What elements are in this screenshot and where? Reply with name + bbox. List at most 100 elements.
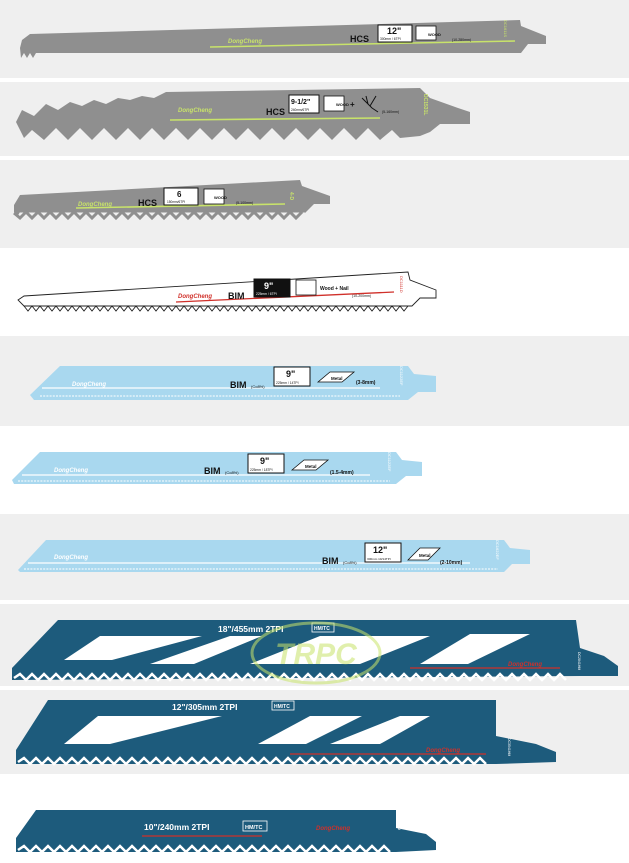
blade-body [16, 88, 470, 140]
blade-hcs-6[interactable]: DongCheng HCS 6 150mm/6TPI WOOD (5-100mm… [13, 180, 330, 221]
blade-spec: 240mm/6TPI [291, 108, 309, 112]
teeth-edge [13, 209, 304, 221]
blade-hcs-12[interactable]: DongCheng HCS 12" 300mm / 6TPI WOOD (10-… [20, 20, 546, 58]
blade-tc-10[interactable]: 10"/240mm 2TPI HM/TC DongCheng DC1541HM [16, 810, 436, 854]
blade-spec: 150mm/6TPI [167, 200, 185, 204]
blade-body [16, 810, 436, 852]
blade-hcs-9-5[interactable]: DongCheng HCS 9-1/2" 240mm/6TPI WOOD + (… [16, 88, 470, 140]
brand-logo: DongCheng [426, 748, 460, 754]
length-box [364, 542, 402, 563]
blade-material: WOOD [428, 32, 441, 37]
blade-code: DC1622EF [495, 540, 500, 560]
brand-logo: DongCheng [228, 39, 262, 45]
brand-logo: DongCheng [178, 294, 212, 300]
plus-icon: + [350, 100, 355, 109]
teeth-edge [17, 844, 391, 854]
blade-length: 12" [373, 545, 387, 555]
blade-code: DC1611S [503, 20, 508, 37]
teeth-edge [17, 756, 487, 766]
blade-title: 12"/305mm 2TPI [172, 702, 237, 712]
blade-code: DC1122EF [387, 452, 392, 472]
blade-code: DC1541HM [397, 812, 401, 830]
grade-badge [242, 820, 268, 832]
blade-type: HCS [138, 198, 157, 208]
accent-stripe [169, 117, 381, 121]
cutout [64, 636, 202, 660]
blade-cobalt: (Co8%) [251, 384, 265, 389]
blade-type: BIM [322, 556, 339, 566]
cutout [420, 634, 530, 664]
metal-beam-icon [290, 459, 330, 471]
blade-material: Metal [305, 464, 317, 469]
wood-nail-icon [295, 279, 317, 296]
blade-tc-18[interactable]: 18"/455mm 2TPI HM/TC DongCheng DC2841HM [12, 620, 618, 682]
grade-badge [271, 700, 295, 711]
brand-logo: DongCheng [316, 826, 350, 832]
brand-logo: DongCheng [78, 202, 112, 208]
accent-stripe [209, 40, 516, 48]
blade-code: DC1122EF [399, 366, 404, 386]
blade-type: HCS [350, 34, 369, 44]
blade-bim-9-metal-14tpi[interactable]: DongCheng BIM (Co8%) 9" 225mm / 14TPI Me… [30, 366, 436, 400]
cutout [150, 636, 262, 664]
blade-material: Wood + Nail [320, 286, 349, 292]
cutout [330, 716, 430, 744]
accent-stripe [75, 203, 286, 209]
blade-range: (3-8mm) [356, 380, 376, 386]
cutout [64, 716, 222, 744]
length-box [247, 453, 285, 474]
blade-bim-12-metal[interactable]: DongCheng BIM (Co8%) 12" 300mm 10/14TPI … [18, 540, 530, 572]
blade-code: DC1531L [422, 94, 428, 115]
blade-spec: 225mm / 18TPI [250, 468, 273, 472]
blade-body [17, 271, 437, 307]
brand-logo: DongCheng [54, 468, 88, 474]
blade-length: 9-1/2" [291, 99, 310, 106]
blade-range: (10-200mm) [352, 294, 371, 298]
length-box [377, 24, 413, 43]
blade-length: 6 [177, 190, 182, 199]
blade-length: 9" [286, 369, 295, 379]
wood-icon [203, 188, 225, 205]
blade-length: 9" [264, 281, 273, 291]
blade-type: BIM [230, 380, 247, 390]
blade-type: BIM [228, 291, 245, 301]
blade-length: 12" [387, 26, 401, 36]
blade-spec: 225mm / 14TPI [276, 381, 299, 385]
blade-cobalt: (Co8%) [343, 560, 357, 565]
blade-spec: 300mm 10/14TPI [367, 557, 391, 561]
blade-grade: HM/TC [245, 825, 262, 831]
teeth-edge [23, 305, 409, 312]
branch-icon [361, 95, 379, 113]
metal-beam-icon [407, 547, 441, 561]
blade-material: WOOD [214, 195, 227, 200]
brand-logo: DongCheng [72, 382, 106, 388]
blade-tc-12[interactable]: 12"/305mm 2TPI HM/TC DongCheng DC3541HM [16, 700, 556, 766]
blade-spec: 300mm / 6TPI [380, 37, 401, 41]
blade-bim-9-wood-nail[interactable]: DongCheng BIM 9" 225mm / 6TPI Wood + Nai… [17, 271, 437, 312]
blade-material: WOOD [336, 102, 349, 107]
blade-range: (2-10mm) [440, 560, 463, 566]
blade-cobalt: (Co8%) [225, 470, 239, 475]
brand-logo: DongCheng [508, 662, 542, 668]
wood-icon [323, 95, 345, 112]
blade-bim-9-metal-18tpi[interactable]: DongCheng BIM (Co8%) 9" 225mm / 18TPI Me… [12, 452, 422, 484]
blade-body [18, 540, 530, 572]
blade-spec: 225mm / 6TPI [256, 292, 277, 296]
blade-type: BIM [204, 466, 221, 476]
blade-title: 18"/455mm 2TPI [218, 624, 283, 634]
blade-grade: HM/TC [274, 704, 290, 710]
blade-grade: HM/TC [314, 626, 330, 632]
blade-type: HCS [266, 107, 285, 117]
blade-range: (1.5-4mm) [330, 470, 354, 476]
metal-beam-icon [316, 371, 356, 383]
blade-code: DC1111D [399, 276, 404, 293]
blade-body [20, 20, 546, 58]
length-box [163, 187, 199, 206]
cutout [258, 716, 362, 744]
blade-code: 4-D [288, 192, 294, 200]
blade-code: DC2841HM [577, 652, 581, 670]
length-box [273, 366, 311, 387]
brand-logo: DongCheng [54, 555, 88, 561]
length-box [288, 94, 320, 114]
